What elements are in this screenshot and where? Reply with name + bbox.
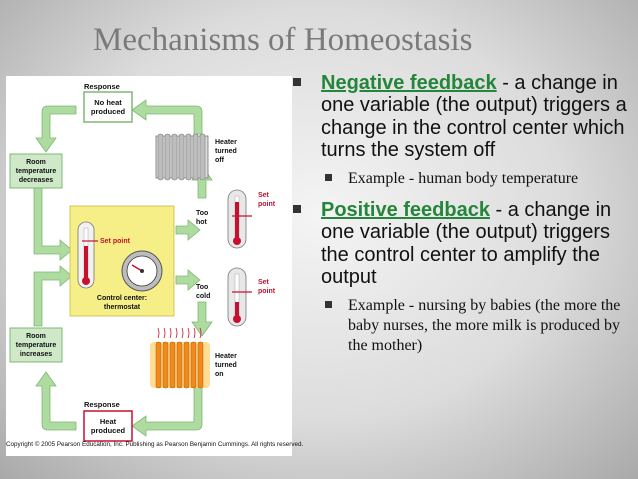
set-point-hot-line1: Set <box>258 192 270 199</box>
too-hot-line1: Too <box>196 210 208 217</box>
feedback-arrows <box>33 99 213 437</box>
heater-on-line3: on <box>215 371 224 378</box>
room-decreases-box <box>9 153 63 189</box>
response-top-label: Response <box>84 82 120 91</box>
heat-produced-box <box>83 410 133 442</box>
heat-produced-line2: produced <box>91 426 126 435</box>
too-cold-line1: Too <box>196 284 208 291</box>
room-increases-box <box>9 327 63 363</box>
room-dec-line2: temperature <box>16 168 57 175</box>
square-bullet-icon <box>325 174 332 182</box>
heat-produced-line1: Heat <box>100 417 117 426</box>
sub-bullet-text: Example - nursing by babies (the more th… <box>348 297 621 355</box>
room-inc-line2: temperature <box>16 342 57 349</box>
no-heat-line2: produced <box>91 107 126 116</box>
thermostat-thermometer-icon <box>77 221 98 289</box>
room-inc-line3: increases <box>20 351 52 358</box>
room-dec-line1: Room <box>26 159 46 166</box>
no-heat-box <box>83 91 133 123</box>
slide-title: Mechanisms of Homeostasis <box>93 22 473 58</box>
copyright-notice: Copyright © 2005 Pearson Education, Inc.… <box>6 441 304 448</box>
sub-bullet-example-2: Example - nursing by babies (the more th… <box>292 296 634 356</box>
set-point-cold-line1: Set <box>258 279 270 286</box>
term-negative-feedback: Negative feedback <box>321 72 497 94</box>
heater-off-line1: Heater <box>215 139 237 146</box>
radiator-on-icon <box>150 327 210 389</box>
thermometer-cold-icon <box>227 267 252 327</box>
square-bullet-icon <box>293 205 301 214</box>
too-hot-line2: hot <box>196 219 208 226</box>
square-bullet-icon <box>293 78 301 86</box>
radiator-off-icon <box>155 133 209 181</box>
control-center-line1: Control center: <box>97 295 147 302</box>
control-center-line2: thermostat <box>104 304 141 311</box>
set-point-hot-line2: point <box>258 201 276 208</box>
set-point-cold-line2: point <box>258 288 276 295</box>
heater-off-line2: turned <box>215 148 237 155</box>
room-dec-line3: decreases <box>19 177 53 184</box>
bullet-text: - a change in one variable (the output) … <box>321 72 627 161</box>
heater-off-line3: off <box>215 157 225 164</box>
sub-bullet-example-1: Example - human body temperature <box>292 169 634 189</box>
bullet-negative-feedback: Negative feedback - a change in one vari… <box>292 72 634 161</box>
room-inc-line1: Room <box>26 333 46 340</box>
heater-on-line1: Heater <box>215 353 237 360</box>
thermometer-hot-icon <box>227 189 252 249</box>
set-point-center-label: Set point <box>100 238 131 245</box>
sub-bullet-text: Example - human body temperature <box>348 170 579 188</box>
too-cold-line2: cold <box>196 293 210 300</box>
square-bullet-icon <box>325 301 332 309</box>
no-heat-line1: No heat <box>94 98 122 107</box>
bullet-positive-feedback: Positive feedback - a change in one vari… <box>292 199 634 288</box>
homeostasis-diagram: Response No heat produced Room temperatu… <box>6 76 292 456</box>
thermostat-dial-icon <box>121 250 163 292</box>
bullet-text: - a change in one variable (the output) … <box>321 199 612 289</box>
bullet-list: Negative feedback - a change in one vari… <box>292 72 634 356</box>
response-bottom-label: Response <box>84 400 120 409</box>
term-positive-feedback: Positive feedback <box>321 199 490 222</box>
heater-on-line2: turned <box>215 362 237 369</box>
